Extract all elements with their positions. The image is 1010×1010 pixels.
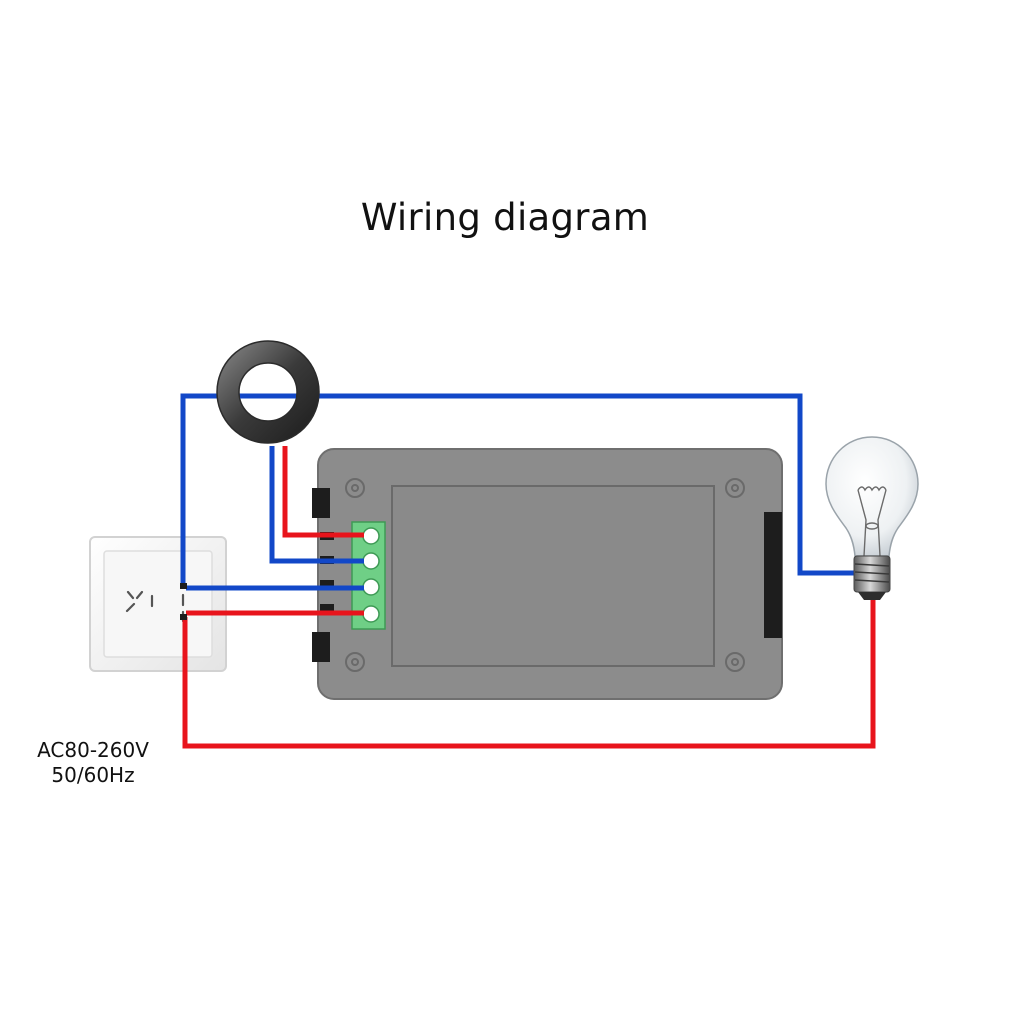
terminal-4 xyxy=(362,605,380,623)
terminal-1 xyxy=(362,527,380,545)
live-wire xyxy=(182,446,876,749)
supply-frequency: 50/60Hz xyxy=(51,763,135,787)
wall-socket-icon xyxy=(89,536,227,672)
light-bulb-icon xyxy=(825,436,919,600)
terminal-3 xyxy=(362,578,380,596)
terminal-2 xyxy=(362,552,380,570)
supply-voltage: AC80-260V xyxy=(37,738,149,762)
current-transformer-icon xyxy=(216,340,320,444)
power-meter-icon xyxy=(312,448,783,700)
supply-rating-label: AC80-260V 50/60Hz xyxy=(18,738,168,788)
diagram-title: Wiring diagram xyxy=(360,196,650,239)
neutral-wire xyxy=(180,393,857,591)
